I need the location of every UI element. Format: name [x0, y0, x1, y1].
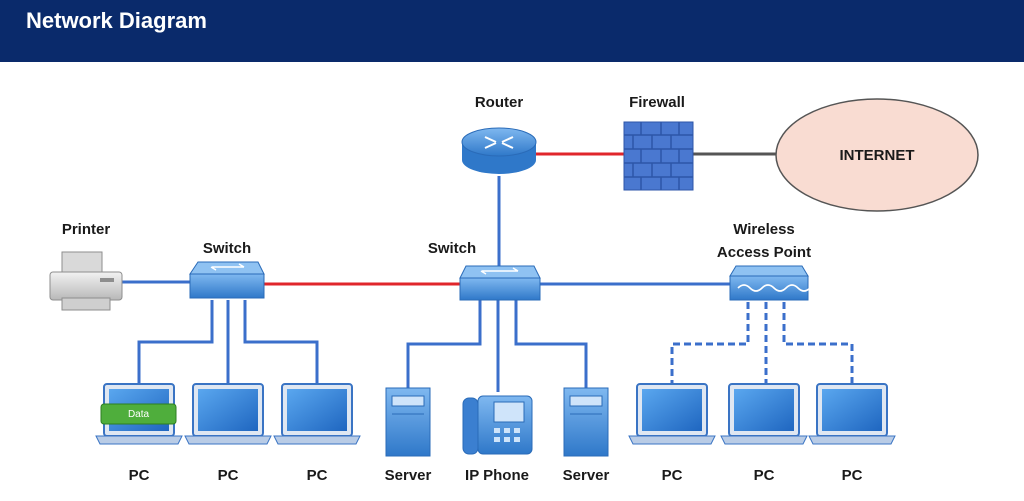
- link-switch-left-pc3: [243, 300, 319, 384]
- label-pc-4: PC: [661, 467, 683, 484]
- link-switch-center-server2: [514, 300, 588, 388]
- label-internet: INTERNET: [839, 147, 915, 164]
- link-switch-left-pc1: [137, 300, 214, 384]
- label-pc-6: PC: [841, 467, 863, 484]
- label-switch-center: Switch: [427, 240, 477, 257]
- label-firewall: Firewall: [629, 94, 685, 111]
- label-server-2: Server: [562, 467, 610, 484]
- header-bar: Network Diagram: [0, 0, 1024, 62]
- switch-left-icon: [189, 261, 265, 299]
- label-pc-3: PC: [306, 467, 328, 484]
- server-icon-1: [385, 387, 431, 457]
- network-diagram: [49, 98, 979, 457]
- label-ip-phone: IP Phone: [465, 467, 529, 484]
- wireless-access-point-icon: [729, 265, 811, 301]
- label-printer: Printer: [61, 221, 111, 238]
- label-server-1: Server: [384, 467, 432, 484]
- label-router: Router: [474, 94, 524, 111]
- laptop-icon-pc3: [273, 383, 361, 445]
- laptop-icon-pc4: [628, 383, 716, 445]
- pc1-data-badge: Data: [127, 409, 150, 420]
- switch-center-icon: [459, 265, 541, 301]
- laptop-icon-pc1: [95, 383, 183, 445]
- link-wap-pc6: [782, 302, 854, 384]
- server-icon-2: [563, 387, 609, 457]
- page-title: Network Diagram: [26, 8, 207, 33]
- diagram-canvas: Router Firewall INTERNET Printer Switch …: [0, 62, 1024, 501]
- label-wap-line2: Access Point: [716, 244, 812, 261]
- label-pc-1: PC: [128, 467, 150, 484]
- label-switch-left: Switch: [202, 240, 252, 257]
- laptop-icon-pc6: [808, 383, 896, 445]
- label-pc-2: PC: [217, 467, 239, 484]
- label-wap-line1: Wireless: [733, 221, 795, 238]
- links: [122, 152, 854, 392]
- ip-phone-icon: [462, 395, 533, 455]
- printer-icon: [49, 251, 123, 311]
- laptop-icon-pc2: [184, 383, 272, 445]
- label-pc-5: PC: [753, 467, 775, 484]
- router-icon: [461, 127, 537, 174]
- laptop-icon-pc5: [720, 383, 808, 445]
- link-wap-pc4: [670, 302, 750, 384]
- internet-cloud: [775, 98, 979, 212]
- link-switch-center-server1: [406, 300, 482, 388]
- firewall-icon: [623, 121, 694, 191]
